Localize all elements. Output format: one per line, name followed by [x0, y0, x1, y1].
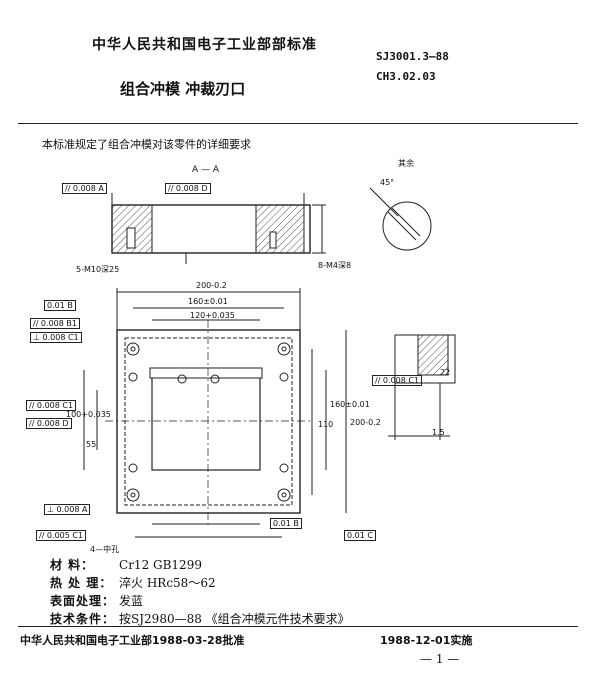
header-rule [18, 123, 578, 124]
tolerance-parallel-b1: // 0.008 B1 [30, 318, 80, 329]
dim-160: 160±0.01 [188, 297, 228, 306]
dim-22: 22 [440, 368, 451, 377]
approval-text: 中华人民共和国电子工业部1988-03-28批准 [20, 634, 245, 647]
page-title: 组合冲模 冲裁刃口 [120, 80, 246, 98]
section-view [111, 193, 326, 264]
dim-1-5: 1.5 [432, 428, 445, 437]
spec-key: 热 处 理： [50, 576, 113, 590]
technical-drawing [83, 187, 456, 538]
spec-key: 表面处理： [50, 594, 116, 608]
ministry-standard-heading: 中华人民共和国电子工业部部标准 [92, 37, 317, 53]
tolerance-side-flatness: 0.01 C [344, 530, 376, 541]
dim-200-vertical: 200-0.2 [350, 418, 381, 427]
tolerance-bottom-perpendicular: ⊥ 0.008 A [44, 504, 91, 515]
spec-row-material: 材 料： Cr12 GB1299 [50, 556, 354, 574]
four-holes-label: 4—中孔 [90, 545, 120, 554]
spec-value: 发蓝 [119, 594, 144, 608]
tolerance-flatness-b: 0.01 B [44, 300, 76, 311]
tolerance-bottom-parallel: // 0.005 C1 [36, 530, 87, 541]
dim-120: 120+0.035 [190, 311, 235, 320]
dim-55: 55 [86, 440, 97, 449]
footer-rule [18, 626, 578, 627]
spec-row-surface: 表面处理： 发蓝 [50, 592, 354, 610]
chamfer-label: 45° [380, 178, 395, 187]
spec-value: Cr12 GB1299 [119, 558, 202, 572]
tolerance-left-parallel: // 0.008 C1 [26, 400, 77, 411]
dim-200: 200-0.2 [196, 281, 227, 290]
spec-key: 材 料： [50, 558, 95, 572]
tolerance-bottom-flatness: 0.01 B [270, 518, 302, 529]
detail-circle [369, 187, 432, 251]
intro-text: 本标准规定了组合冲模对该零件的详细要求 [42, 138, 251, 151]
spec-key: 技术条件： [50, 612, 116, 626]
pin-hole-label: 8-M4深8 [318, 261, 352, 270]
dim-160-vertical: 160±0.01 [330, 400, 370, 409]
spec-value: 按SJ2980—88 《组合冲模元件技术要求》 [119, 612, 350, 626]
tolerance-side-parallel: // 0.008 C1 [372, 375, 423, 386]
rest-label: 其余 [398, 159, 414, 168]
thread-hole-label: 5-M10深25 [76, 265, 120, 274]
tolerance-frame-a: // 0.008 A [62, 183, 107, 194]
tolerance-frame-d: // 0.008 D [165, 183, 211, 194]
side-detail [388, 334, 456, 440]
page-number: — 1 — [420, 652, 460, 666]
tolerance-left-parallel-d: // 0.008 D [26, 418, 72, 429]
spec-row-heat-treatment: 热 处 理： 淬火 HRc58～62 [50, 574, 354, 592]
tolerance-perpendicular-c1: ⊥ 0.008 C1 [30, 332, 82, 343]
standard-code: SJ3001.3—88 [376, 50, 449, 63]
plan-view [83, 288, 347, 538]
section-label: A — A [192, 165, 220, 175]
spec-value: 淬火 HRc58～62 [119, 576, 216, 590]
spec-row-technical-conditions: 技术条件： 按SJ2980—88 《组合冲模元件技术要求》 [50, 610, 354, 628]
classification-code: CH3.02.03 [376, 70, 436, 83]
specifications-table: 材 料： Cr12 GB1299 热 处 理： 淬火 HRc58～62 表面处理… [50, 556, 354, 628]
effective-date: 1988-12-01实施 [380, 634, 473, 647]
dim-110: 110 [318, 420, 334, 429]
dim-100: 100+0.035 [66, 410, 111, 419]
